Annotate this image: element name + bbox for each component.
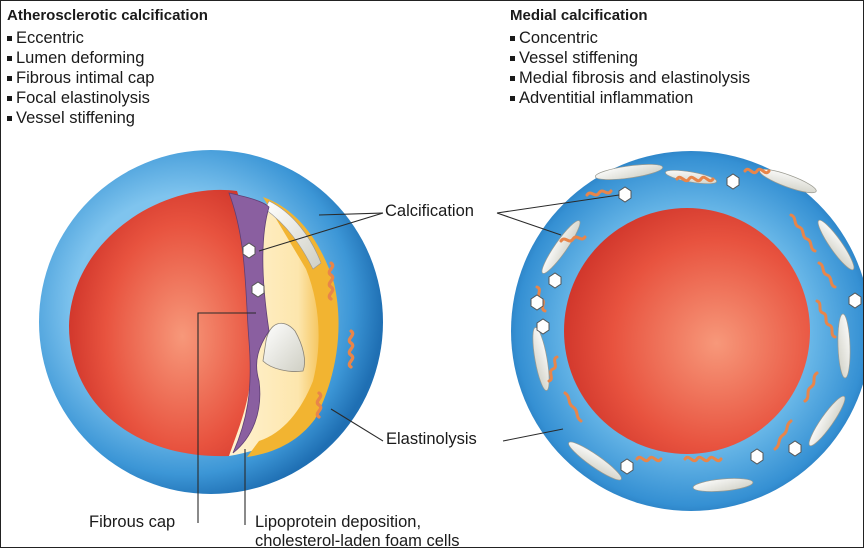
bullet-item: Focal elastinolysis — [7, 88, 154, 108]
bullet-item: Lumen deforming — [7, 48, 154, 68]
medial-title: Medial calcification — [510, 7, 648, 24]
atherosclerotic-title: Atherosclerotic calcification — [7, 7, 208, 24]
lipoprotein-label-line2: cholesterol-laden foam cells — [255, 532, 460, 548]
medial-vessel — [511, 151, 864, 511]
bullet-item: Vessel stiffening — [510, 48, 750, 68]
atherosclerotic-vessel — [39, 150, 383, 494]
lipoprotein-label-line1: Lipoprotein deposition, — [255, 513, 421, 532]
bullet-item: Concentric — [510, 28, 750, 48]
calcification-crystal-2 — [252, 282, 264, 297]
bullet-item: Eccentric — [7, 28, 154, 48]
medial-bullet-list: Concentric Vessel stiffening Medial fibr… — [510, 28, 750, 108]
calcification-label: Calcification — [385, 202, 474, 221]
atherosclerotic-bullet-list: Eccentric Lumen deforming Fibrous intima… — [7, 28, 154, 128]
bullet-item: Adventitial inflammation — [510, 88, 750, 108]
bullet-item: Vessel stiffening — [7, 108, 154, 128]
bullet-item: Medial fibrosis and elastinolysis — [510, 68, 750, 88]
fibrous-cap-label: Fibrous cap — [89, 513, 175, 532]
right-lumen — [564, 208, 810, 454]
elastinolysis-label: Elastinolysis — [386, 430, 477, 449]
calcification-crystal-1 — [243, 243, 255, 258]
bullet-item: Fibrous intimal cap — [7, 68, 154, 88]
